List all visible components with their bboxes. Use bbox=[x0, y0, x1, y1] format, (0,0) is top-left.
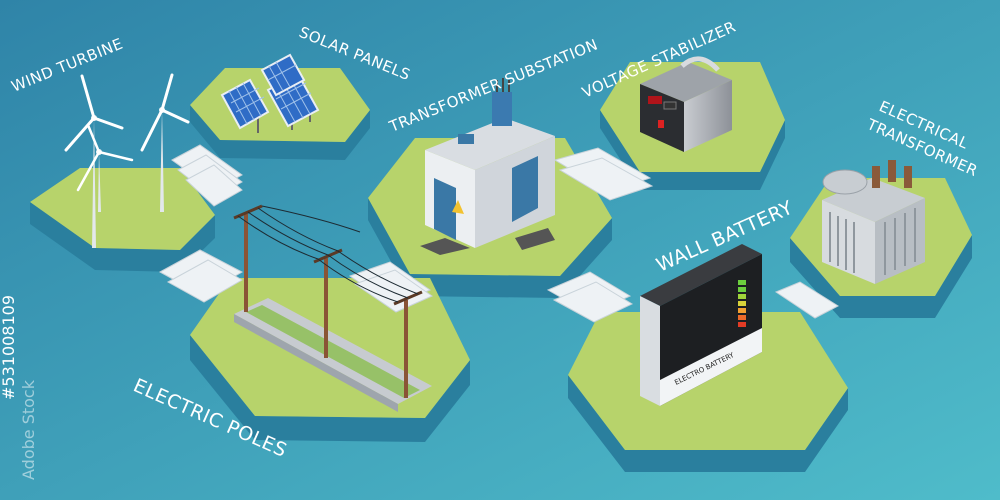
stairs-substation-stabilizer bbox=[553, 147, 654, 201]
battery-level-indicator bbox=[738, 280, 746, 327]
electrical-transformer-icon bbox=[822, 160, 925, 284]
stairs-wind-solar bbox=[171, 144, 243, 207]
wall-battery-platform bbox=[568, 312, 848, 472]
wall-battery-icon: ELECTRO BATTERY bbox=[640, 244, 762, 406]
stairs-wind-poles bbox=[158, 249, 244, 303]
voltage-stabilizer-icon bbox=[640, 56, 732, 152]
wind-turbine-platform bbox=[30, 168, 215, 272]
transformer-substation-icon bbox=[420, 78, 555, 255]
stock-brand-watermark: Adobe Stock bbox=[19, 379, 38, 480]
wind-turbine-icon bbox=[64, 73, 190, 248]
electric-poles-icon bbox=[233, 204, 432, 412]
stairs-substation-battery bbox=[546, 271, 634, 323]
stairs-battery-transformer bbox=[774, 281, 840, 319]
stock-id-watermark: #531008109 bbox=[0, 295, 18, 400]
stairs-poles-substation bbox=[348, 261, 434, 313]
solar-panels-icon bbox=[220, 53, 320, 133]
